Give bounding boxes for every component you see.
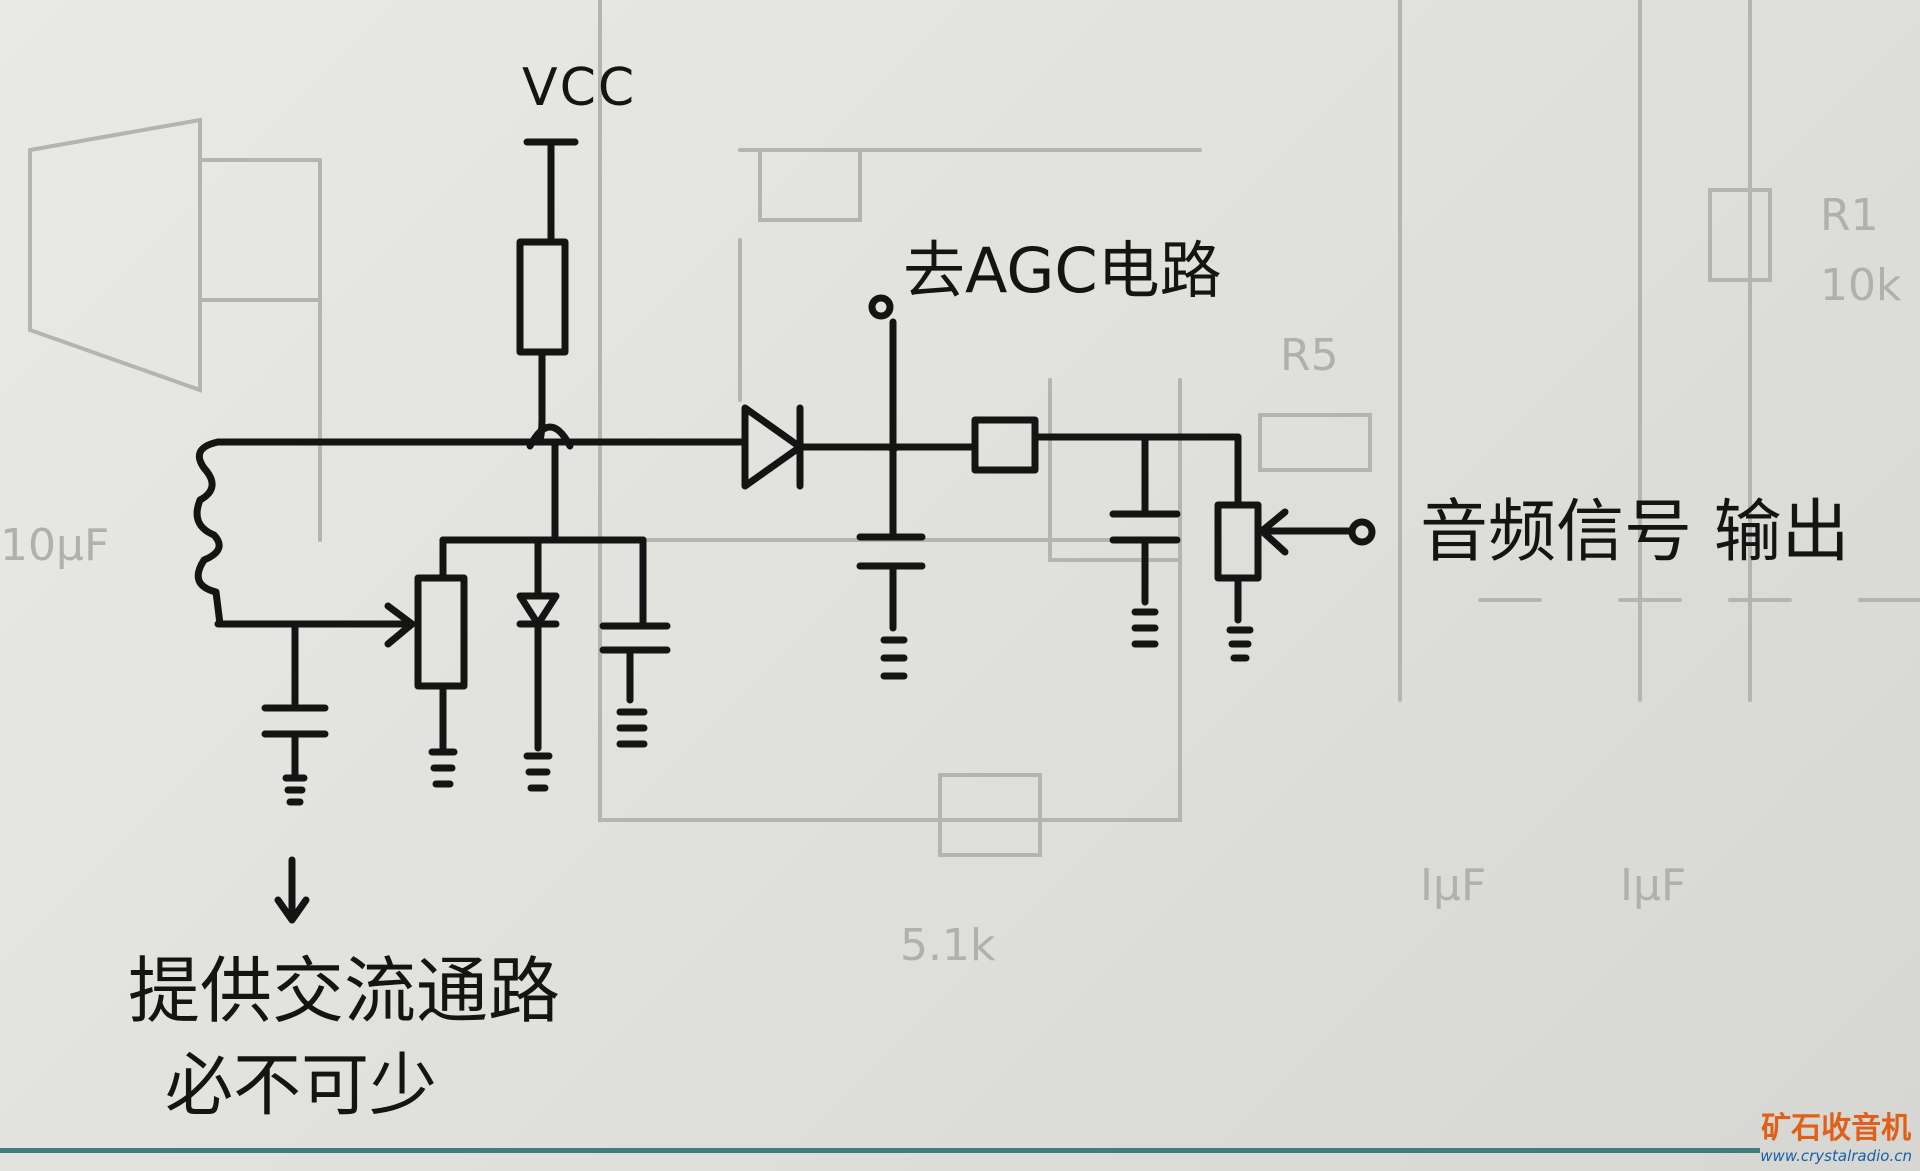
svg-text:R1: R1 xyxy=(1820,190,1879,241)
collector-resistor xyxy=(516,238,569,356)
filter-capacitor-icon xyxy=(1109,510,1181,544)
vcc-label: VCC xyxy=(522,58,637,118)
back-page-ghost: R1 10k R5 IμF IμF 5.1k 10μF xyxy=(0,0,1920,971)
agc-label: 去AGC电路 xyxy=(903,234,1222,307)
ac-path-note-line2: 必不可少 xyxy=(165,1047,438,1126)
bias-potentiometer xyxy=(414,574,468,690)
site-watermark: 矿石收音机 www.crystalradio.cn xyxy=(1760,1103,1912,1165)
down-arrow-icon xyxy=(274,856,310,924)
svg-text:10μF: 10μF xyxy=(0,520,109,571)
ground-icon xyxy=(616,708,648,748)
ground-icon xyxy=(282,774,308,806)
ground-icon xyxy=(1131,608,1159,648)
svg-text:IμF: IμF xyxy=(1420,860,1486,911)
ground-icon xyxy=(1226,626,1254,662)
ac-path-capacitor-icon xyxy=(261,704,329,738)
volume-potentiometer xyxy=(1214,501,1262,582)
agc-terminal xyxy=(868,294,894,320)
wiper-arrow-icon xyxy=(384,602,416,648)
inductor-icon xyxy=(193,438,224,628)
audio-output-label: 音频信号 输出 xyxy=(1420,493,1850,572)
svg-text:IμF: IμF xyxy=(1620,860,1686,911)
watermark-url: www.crystalradio.cn xyxy=(1760,1147,1912,1165)
ground-icon xyxy=(880,636,908,680)
svg-text:5.1k: 5.1k xyxy=(900,920,996,971)
page-edge-line xyxy=(0,1148,1760,1153)
bias-network xyxy=(414,438,671,792)
wiper-arrow-icon xyxy=(1258,508,1356,556)
ground-icon xyxy=(428,748,458,788)
audio-output-stage xyxy=(971,416,1376,662)
bias-diode-icon xyxy=(516,592,560,628)
input-tank xyxy=(193,438,749,924)
ground-icon xyxy=(523,752,553,792)
svg-text:10k: 10k xyxy=(1820,260,1902,311)
detector-stage xyxy=(741,294,979,680)
supply-branch xyxy=(516,138,579,450)
bias-capacitor-icon xyxy=(599,622,671,654)
detector-diode-icon xyxy=(741,404,804,490)
ac-path-note-line1: 提供交流通路 xyxy=(128,949,561,1033)
audio-output-terminal xyxy=(1348,518,1376,546)
svg-text:R5: R5 xyxy=(1280,330,1339,381)
watermark-name: 矿石收音机 xyxy=(1761,1111,1912,1146)
filter-resistor xyxy=(971,416,1039,474)
